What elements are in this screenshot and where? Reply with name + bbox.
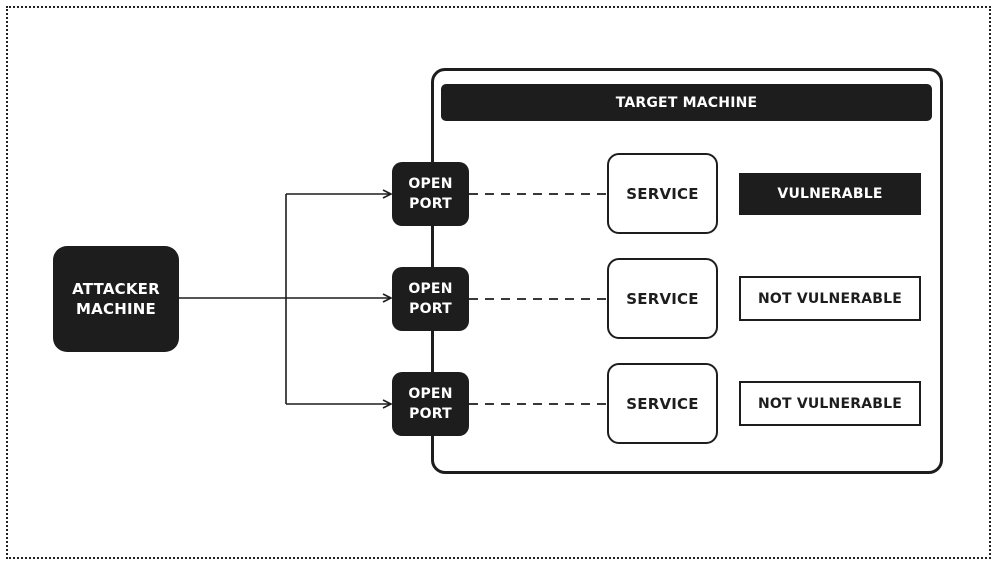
- diagram-frame: [6, 6, 991, 559]
- service-node-3: SERVICE: [607, 363, 718, 444]
- service-node-2: SERVICE: [607, 258, 718, 339]
- open-port-1: OPEN PORT: [392, 162, 469, 226]
- open-port-2: OPEN PORT: [392, 267, 469, 331]
- target-machine-title: TARGET MACHINE: [441, 84, 932, 121]
- status-badge-not-vulnerable-2: NOT VULNERABLE: [739, 381, 921, 426]
- status-badge-not-vulnerable-1: NOT VULNERABLE: [739, 276, 921, 321]
- status-badge-vulnerable: VULNERABLE: [739, 173, 921, 215]
- open-port-3: OPEN PORT: [392, 372, 469, 436]
- attacker-machine-node: ATTACKER MACHINE: [53, 246, 179, 352]
- service-node-1: SERVICE: [607, 153, 718, 234]
